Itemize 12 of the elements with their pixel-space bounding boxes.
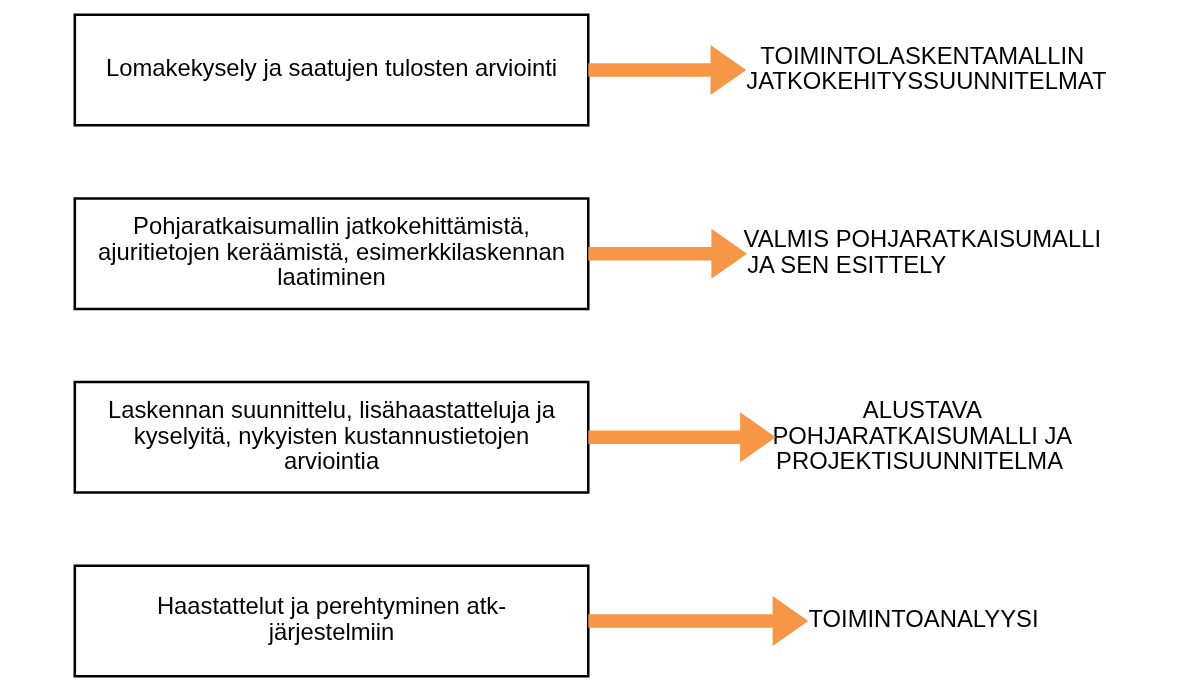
node-box: Haastattelut ja perehtyminen atk-järjestelmiin — [73, 564, 590, 678]
node-text: TOIMINTOLASKENTAMALLIN JATKOKEHITYSSUUNNITELMAT — [745, 41, 1106, 95]
arrow — [587, 595, 808, 646]
node-text: VALMIS POHJARATKAISUMALLI JA SEN ESITTELY — [743, 225, 1101, 278]
node-box: Lomakekysely ja saatujen tulosten arviointi — [73, 13, 590, 127]
node-text: TOIMINTOANALYYSI — [807, 605, 1039, 633]
arrow — [587, 228, 747, 279]
node-text: ALUSTAVA POHJARATKAISUMALLI JA PROJEKTISUUNNITELMA — [771, 396, 1072, 475]
node-box: Laskennan suunnittelu, lisähaastatteluja ja kyselyitä, nykyisten kustannustietojen arviointia — [73, 380, 590, 494]
node-box: Pohjaratkaisumallin jatkokehittämistä, ajuritietojen keräämistä, esimerkkilaskennan laatiminen — [73, 197, 590, 311]
arrow — [587, 412, 776, 463]
arrow — [587, 45, 746, 96]
